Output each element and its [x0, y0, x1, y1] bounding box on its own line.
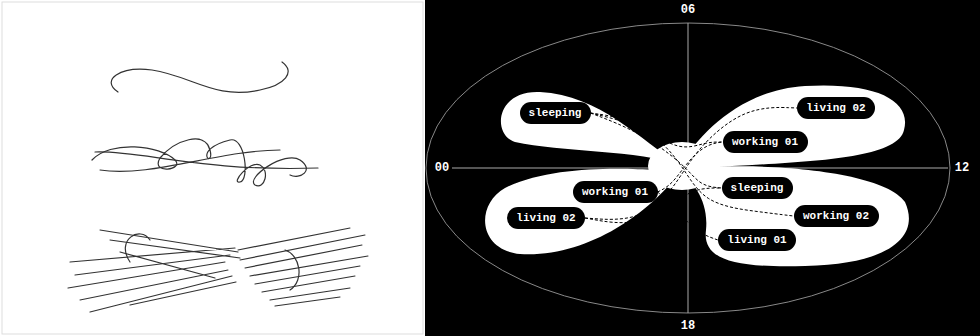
phase-label: working 01 [582, 187, 648, 198]
phase-label: sleeping [731, 183, 784, 194]
left-panel [0, 0, 425, 336]
axis-label: 18 [679, 319, 697, 333]
phase-pill: sleeping [722, 177, 793, 199]
sketch-tangle [92, 139, 306, 186]
axis-label: 00 [433, 161, 451, 175]
butterfly-knot [648, 142, 716, 190]
right-panel [425, 0, 980, 336]
phase-label: living 01 [727, 235, 786, 246]
sketch-tangle [95, 150, 318, 171]
phase-pill: working 01 [723, 131, 808, 153]
axis-label: 12 [953, 161, 971, 175]
dashed-connector [658, 192, 719, 240]
phase-label: living 02 [806, 103, 865, 114]
panel-frame [2, 2, 423, 334]
phase-pill: sleeping [520, 102, 591, 124]
phase-label: working 02 [803, 211, 869, 222]
phase-label: living 02 [516, 213, 575, 224]
dashed-connector [658, 142, 723, 192]
phase-pill: living 02 [507, 207, 585, 229]
phase-label: working 01 [732, 137, 798, 148]
phase-label: sleeping [529, 108, 582, 119]
phase-pill: living 01 [718, 229, 796, 251]
dashed-connector [591, 113, 722, 188]
sketch-hatching [68, 230, 240, 312]
sketch-arc [125, 234, 299, 290]
phase-pill: living 02 [797, 97, 875, 119]
dashed-connector [591, 113, 723, 147]
phase-pill: working 02 [794, 205, 879, 227]
sketches [68, 62, 368, 312]
butterfly-shape [485, 85, 909, 266]
phase-pill: working 01 [573, 181, 658, 203]
sketch-curve [111, 62, 288, 92]
sketch-hatching [238, 228, 368, 306]
axis-label: 06 [679, 3, 697, 17]
clock-ellipse [426, 23, 950, 313]
